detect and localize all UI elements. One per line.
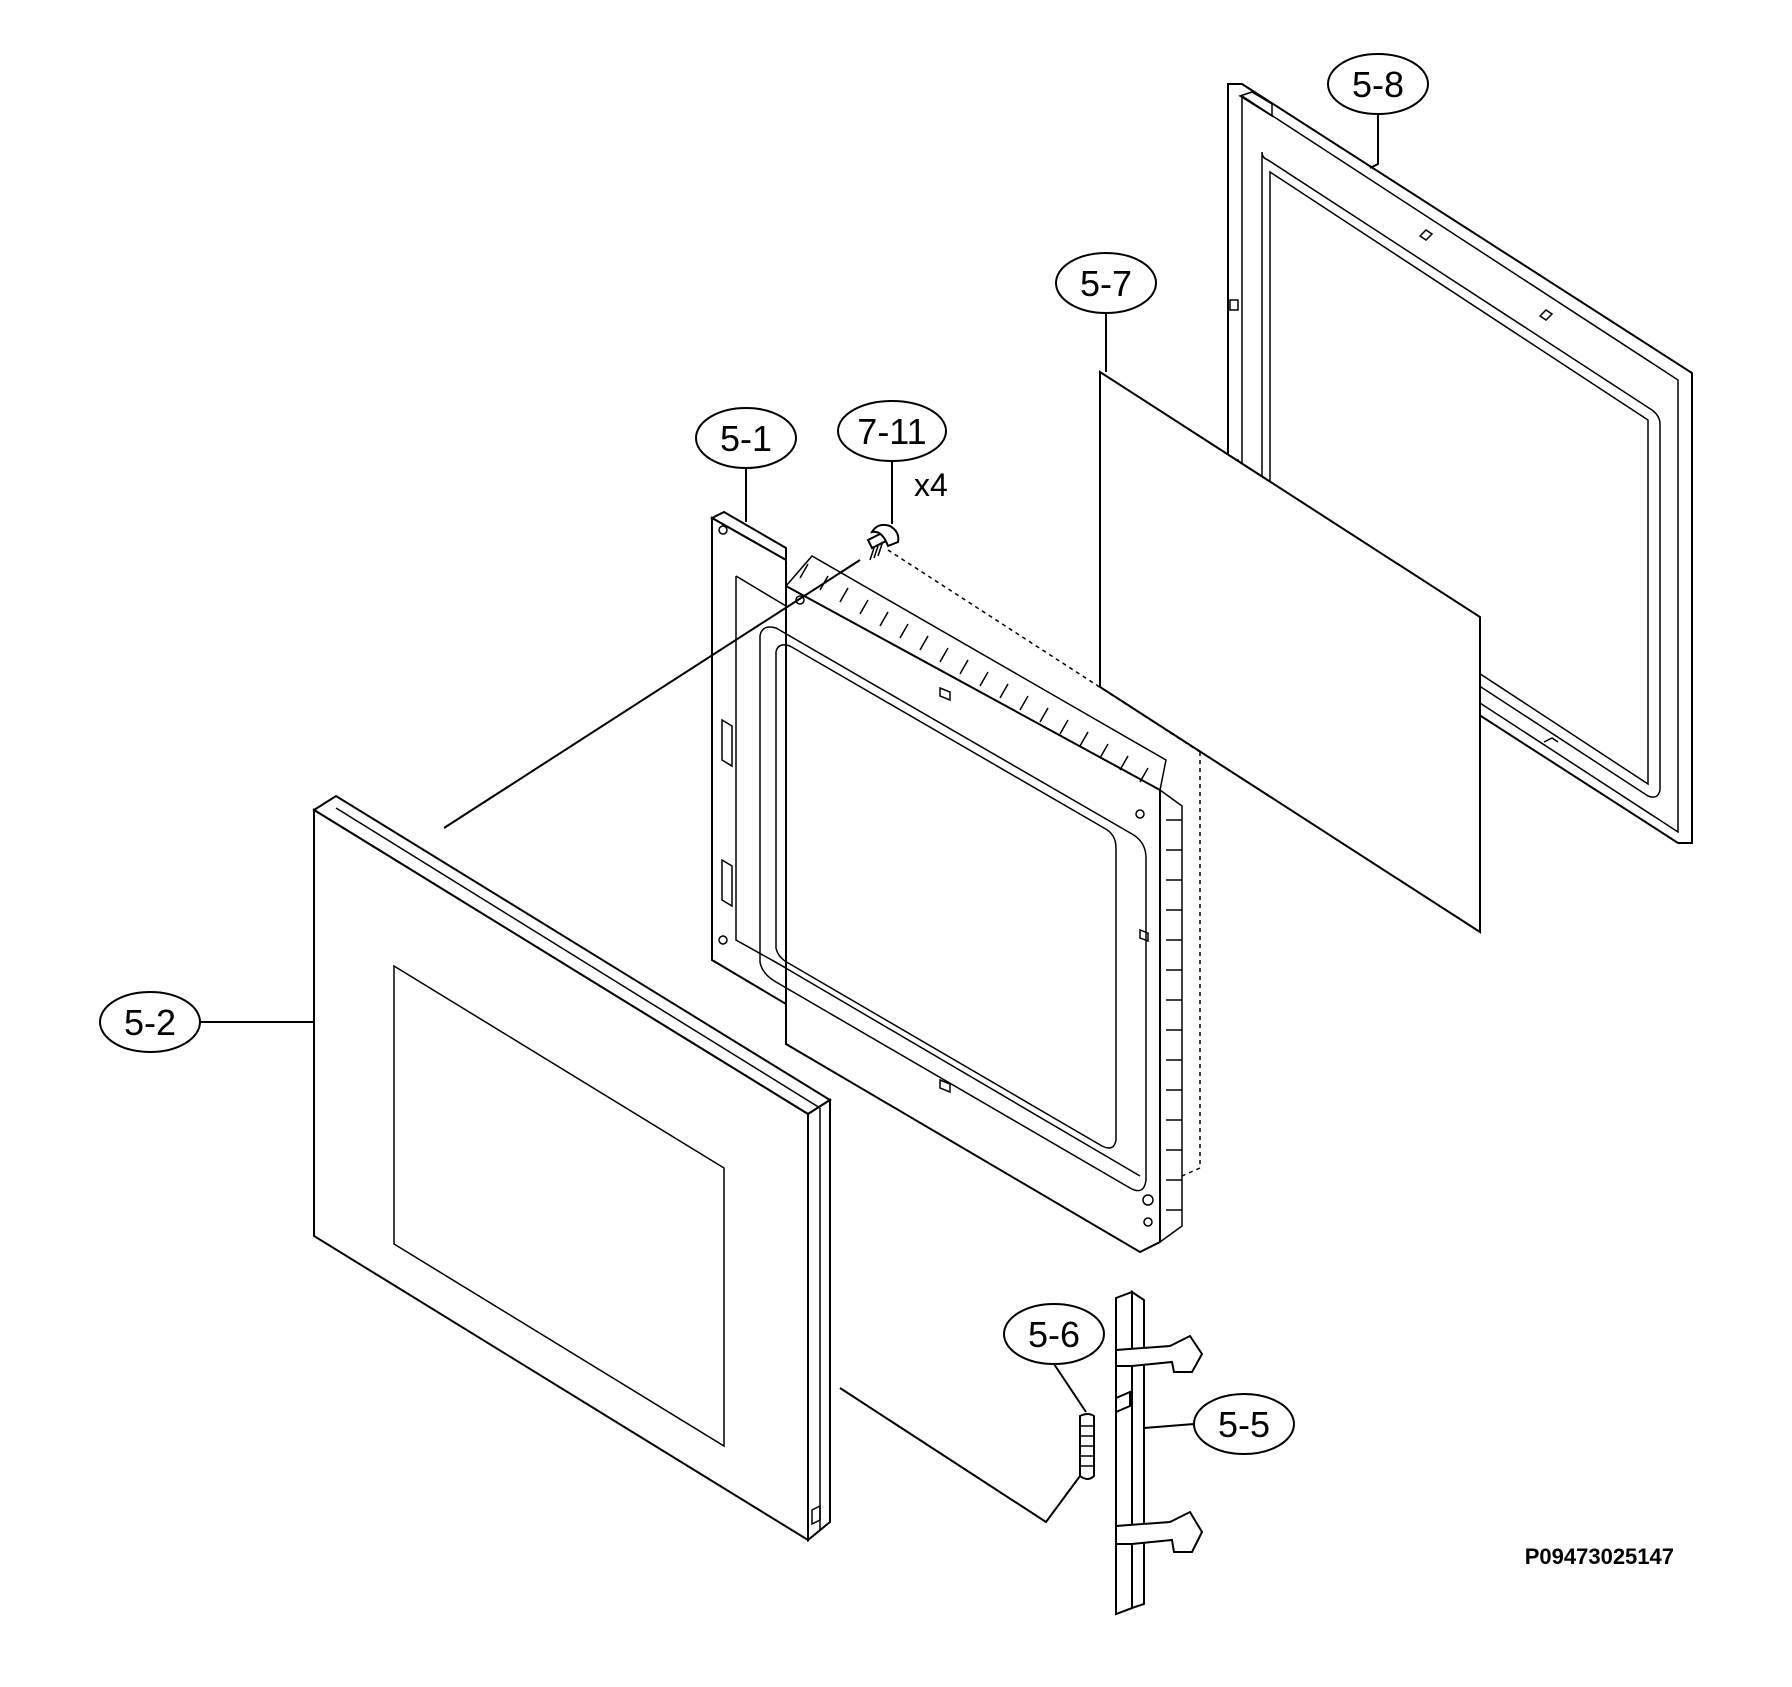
callout-7-11: 7-11 x4: [837, 400, 948, 524]
assembly-lines: [443, 549, 1201, 1524]
part-5-2-outer-door-panel: [312, 794, 832, 1543]
quantity-note: x4: [914, 467, 948, 503]
part-5-1-door-inner-frame: [709, 510, 1183, 1254]
callout-5-6: 5-6: [1003, 1303, 1105, 1413]
callout-5-1: 5-1: [695, 407, 797, 522]
part-5-8-door-rear-frame: [1227, 83, 1693, 844]
callout-label: 5-5: [1218, 1404, 1270, 1445]
part-5-6-latch-spring: [1079, 1413, 1095, 1480]
callout-label: 5-1: [720, 418, 772, 459]
callout-5-5: 5-5: [1143, 1393, 1295, 1455]
callout-5-8: 5-8: [1327, 53, 1429, 169]
callout-5-7: 5-7: [1055, 252, 1157, 372]
callout-label: 5-6: [1028, 1314, 1080, 1355]
callout-label: 5-2: [124, 1002, 176, 1043]
callout-label: 5-8: [1352, 64, 1404, 105]
callout-5-2: 5-2: [99, 991, 314, 1053]
part-5-7-door-sheet: [1099, 370, 1481, 934]
callout-label: 7-11: [857, 411, 926, 452]
callout-label: 5-7: [1080, 263, 1132, 304]
part-5-5-door-latch: [1115, 1290, 1204, 1616]
part-7-11-screw: [866, 523, 900, 561]
reference-code: P09473025147: [1525, 1544, 1674, 1569]
